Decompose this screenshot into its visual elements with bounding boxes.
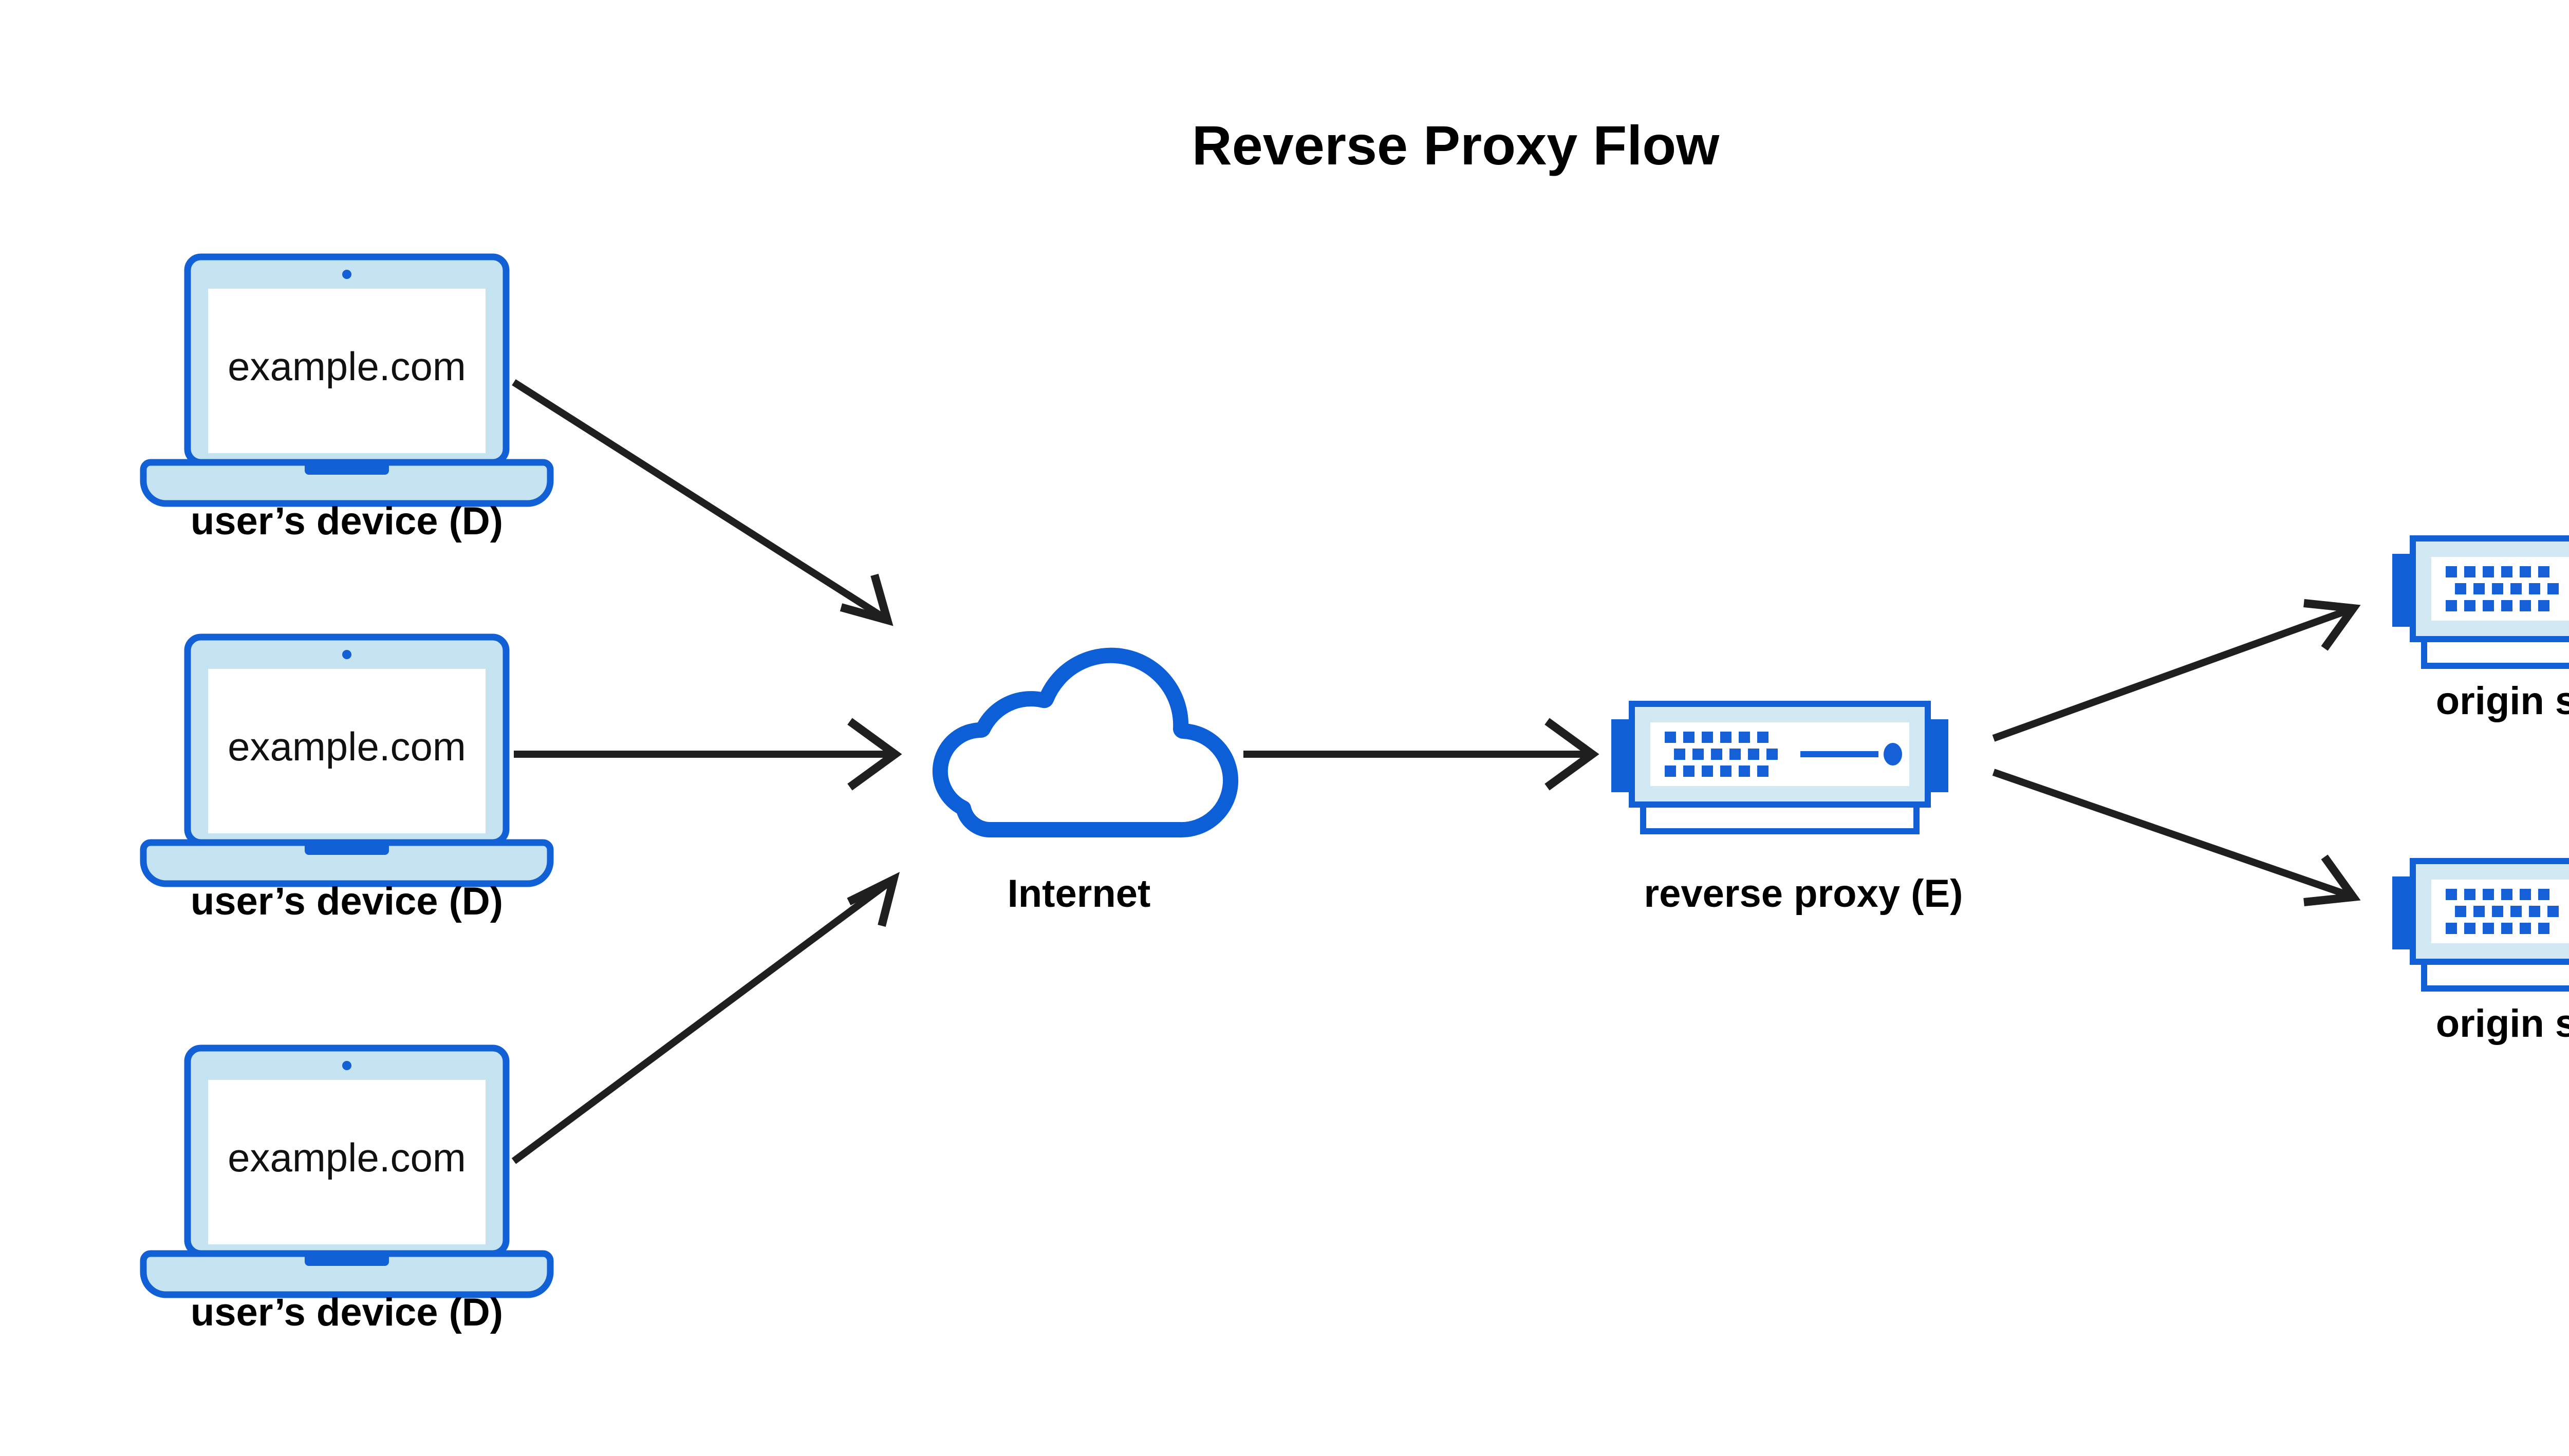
edge-reverse-proxy-to-origin-bottom: [1992, 769, 2361, 906]
node-reverse-proxy[interactable]: reverse proxy (E): [1611, 704, 1963, 916]
server-icon: [2392, 861, 2569, 988]
device-label: user’s device (D): [191, 1291, 503, 1334]
origin-server-label: origin server (F): [2436, 1002, 2569, 1046]
server-icon: [2392, 538, 2569, 666]
device-label: user’s device (D): [191, 499, 503, 543]
edge-device-bottom-to-internet: [511, 872, 900, 1164]
edge-reverse-proxy-to-origin-top: [1992, 599, 2361, 742]
device-screen-text: example.com: [228, 1135, 466, 1180]
cloud-icon: [940, 656, 1231, 830]
server-icon: [1611, 704, 1948, 831]
node-device-bottom[interactable]: example.com user’s device (D): [143, 1048, 550, 1334]
reverse-proxy-label: reverse proxy (E): [1644, 872, 1963, 916]
internet-label: Internet: [1008, 872, 1151, 916]
edge-internet-to-reverse-proxy: [1243, 718, 1599, 791]
origin-server-label: origin server (F): [2436, 679, 2569, 723]
device-screen-text: example.com: [228, 344, 466, 389]
edge-device-top-to-internet: [512, 379, 893, 626]
device-label: user’s device (D): [191, 880, 503, 923]
node-internet[interactable]: Internet: [940, 656, 1231, 916]
device-screen-text: example.com: [228, 724, 466, 769]
node-origin-server-bottom[interactable]: origin server (F): [2392, 861, 2569, 1046]
edge-layer: [511, 379, 2361, 1164]
node-device-middle[interactable]: example.com user’s device (D): [143, 637, 550, 923]
page-title: Reverse Proxy Flow: [1192, 114, 1720, 176]
edge-device-middle-to-internet: [514, 718, 902, 791]
node-origin-server-top[interactable]: origin server (F): [2392, 538, 2569, 723]
node-device-top[interactable]: example.com user’s device (D): [143, 257, 550, 543]
